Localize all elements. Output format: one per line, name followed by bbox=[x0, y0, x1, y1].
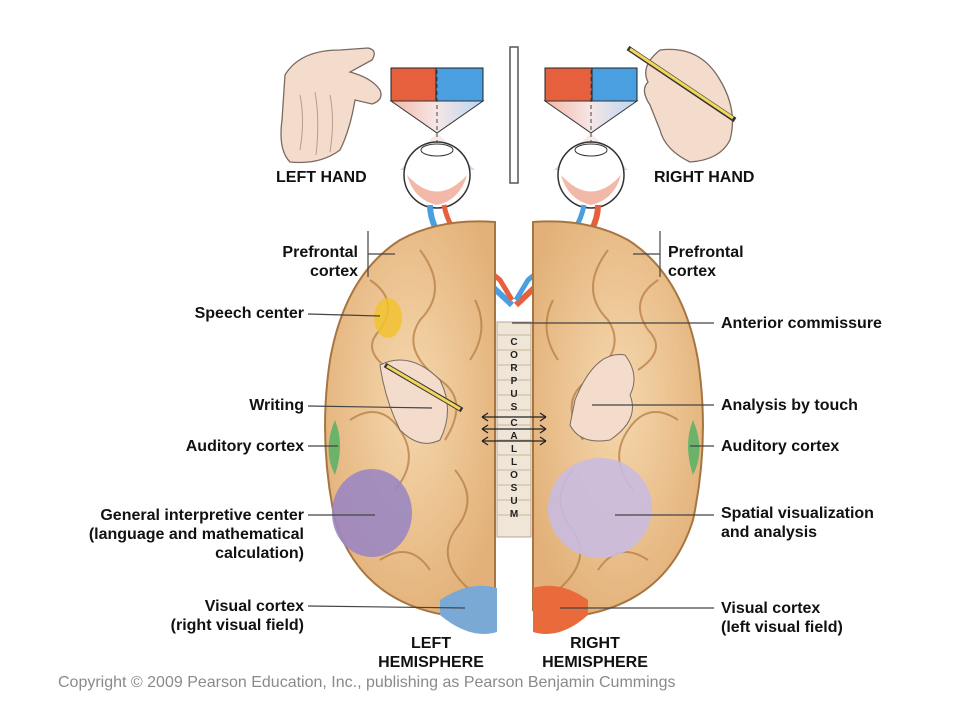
visual-divider bbox=[509, 46, 519, 184]
label-line: Spatial visualization bbox=[721, 505, 874, 522]
general-interpretive-label: General interpretive center (language an… bbox=[60, 506, 304, 563]
right-hand-illustration bbox=[626, 45, 737, 163]
label-line: (right visual field) bbox=[170, 617, 304, 634]
spatial-visualization-region bbox=[548, 458, 652, 558]
auditory-left-region bbox=[328, 420, 340, 475]
corpus-callosum bbox=[481, 321, 547, 538]
label-line: LEFT bbox=[411, 635, 451, 652]
label-line: (left visual field) bbox=[721, 619, 843, 636]
visual-cortex-right-region bbox=[533, 585, 588, 634]
cc-letter: S bbox=[511, 402, 518, 413]
label-line: Prefrontal bbox=[668, 244, 744, 261]
label-line: Visual cortex bbox=[721, 600, 821, 617]
label-line: calculation) bbox=[215, 545, 304, 562]
left-hemisphere-label: LEFT HEMISPHERE bbox=[366, 634, 496, 672]
visual-cortex-left-region bbox=[440, 585, 497, 634]
auditory-right-region bbox=[688, 420, 700, 475]
left-hand-illustration bbox=[280, 47, 382, 164]
label-line: cortex bbox=[309, 263, 358, 280]
auditory-cortex-right-label: Auditory cortex bbox=[721, 438, 840, 455]
cc-letter: O bbox=[510, 470, 518, 481]
spatial-visualization-label: Spatial visualization and analysis bbox=[721, 504, 874, 542]
cc-letter: L bbox=[511, 444, 517, 455]
cc-letter: A bbox=[510, 431, 517, 442]
auditory-cortex-left-label: Auditory cortex bbox=[185, 438, 304, 455]
label-line: RIGHT bbox=[570, 635, 620, 652]
analysis-by-touch-label: Analysis by touch bbox=[721, 397, 858, 414]
speech-center-label: Speech center bbox=[194, 305, 304, 322]
right-eye bbox=[557, 141, 625, 209]
label-line: (language and mathematical bbox=[88, 526, 304, 543]
label-line: General interpretive center bbox=[100, 507, 304, 524]
copyright-notice: Copyright © 2009 Pearson Education, Inc.… bbox=[58, 674, 676, 691]
prefrontal-cortex-left-label: Prefrontal cortex bbox=[270, 243, 358, 281]
left-hand-label: LEFT HAND bbox=[276, 169, 367, 186]
anterior-commissure-label: Anterior commissure bbox=[721, 315, 882, 332]
cc-letter: U bbox=[510, 389, 517, 400]
label-line: Visual cortex bbox=[204, 598, 304, 615]
general-interpretive-region bbox=[332, 469, 412, 557]
cc-letter: R bbox=[510, 363, 518, 374]
writing-label: Writing bbox=[249, 397, 304, 414]
label-line: cortex bbox=[668, 263, 717, 280]
cc-letter: L bbox=[511, 457, 517, 468]
cc-letter: M bbox=[510, 509, 518, 520]
label-line: Prefrontal bbox=[282, 244, 358, 261]
cc-letter: S bbox=[511, 483, 518, 494]
prefrontal-cortex-right-label: Prefrontal cortex bbox=[668, 243, 744, 281]
cc-letter: U bbox=[510, 496, 517, 507]
right-hemisphere-label: RIGHT HEMISPHERE bbox=[530, 634, 660, 672]
touch-hand bbox=[569, 354, 635, 442]
corpus-callosum-letters: C O R P U S C A L L O S U M bbox=[510, 337, 519, 520]
cc-letter: C bbox=[510, 337, 517, 348]
label-line: and analysis bbox=[721, 524, 818, 541]
label-line: HEMISPHERE bbox=[542, 654, 648, 671]
cc-letter: O bbox=[510, 350, 518, 361]
writing-hand bbox=[379, 359, 464, 444]
leader-lines bbox=[307, 231, 714, 609]
visual-cortex-left-label: Visual cortex (right visual field) bbox=[130, 597, 304, 635]
speech-center-region bbox=[374, 298, 402, 338]
left-eye bbox=[403, 141, 471, 209]
right-hand-label: RIGHT HAND bbox=[654, 169, 755, 186]
cc-letter: C bbox=[510, 418, 517, 429]
visual-cortex-right-label: Visual cortex (left visual field) bbox=[721, 599, 843, 637]
label-line: HEMISPHERE bbox=[378, 654, 484, 671]
cc-letter: P bbox=[511, 376, 518, 387]
